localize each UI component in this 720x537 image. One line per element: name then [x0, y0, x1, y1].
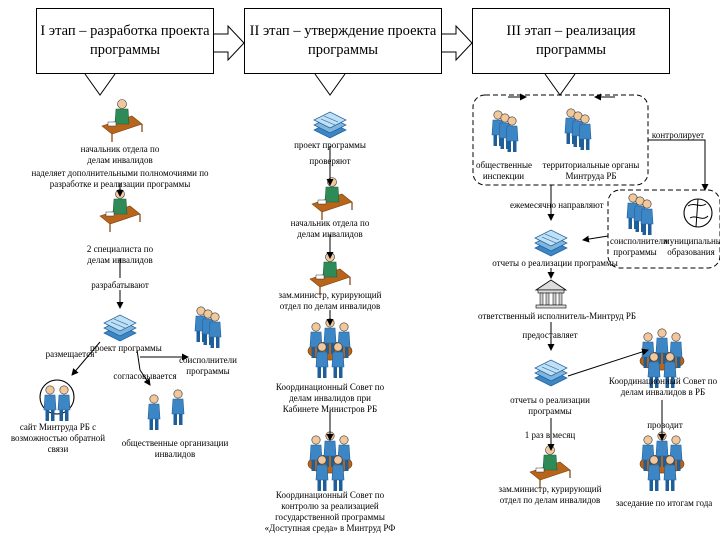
draft-label-2: проект программы: [294, 140, 366, 150]
website-globe-icon: [39, 379, 75, 422]
reports-docs-icon: [534, 229, 568, 257]
year-meeting-icon: [640, 432, 684, 491]
delegates-label: наделяет дополнительными полномочиями по…: [31, 168, 209, 189]
coexecutors-label: соисполнители программы: [179, 355, 237, 376]
stage1-pointer: [84, 73, 116, 96]
stage2-pointer: [314, 73, 346, 96]
head-dept-label-2: начальник отдела по делам инвалидов: [290, 218, 370, 239]
provides-label: предоставляет: [522, 330, 578, 340]
deputy-minister-desk-icon-2: [529, 444, 571, 489]
stage-3-box: III этап – реализация программы: [472, 8, 670, 74]
coexecutors-label-2: соисполнители программы: [610, 236, 668, 257]
head-dept-desk-icon: [101, 98, 143, 143]
deputy-minister-label: зам.министр, курирующий отдел по делам и…: [278, 290, 382, 311]
specialists-label: 2 специалиста по делам инвалидов: [86, 244, 154, 265]
stage-arrow-1-2: [212, 24, 245, 62]
stage3-pointer: [544, 73, 576, 96]
draft-label: проект программы: [90, 343, 162, 353]
head-dept-desk-icon-2: [311, 176, 353, 221]
reports-docs-icon-2: [534, 359, 568, 387]
council-rf-label: Координационный Совет по контролю за реа…: [264, 490, 396, 533]
monthly-label: ежемесячно направляют: [510, 200, 604, 210]
stage-arrow-2-3: [440, 24, 473, 62]
public-orgs-icon: [147, 389, 185, 431]
reports-label-2: отчеты о реализации программы: [510, 395, 590, 416]
once-month-label: 1 раз в месяц: [524, 430, 576, 440]
coexecutors-group-icon-2: [627, 194, 653, 235]
coexecutors-group-icon: [195, 307, 221, 348]
stage-1-title: I этап – разработка проекта программы: [40, 23, 210, 58]
conducts-label: проводит: [647, 420, 683, 430]
agreed-label: согласовывается: [113, 371, 177, 381]
deputy-minister-label-2: зам.министр, курирующий отдел по делам и…: [498, 484, 602, 505]
public-orgs-label: общественные организации инвалидов: [121, 438, 229, 459]
responsible-label: ответственный исполнитель-Минтруд РБ: [478, 311, 637, 321]
stage-3-title: III этап – реализация программы: [506, 23, 636, 58]
ministry-building-icon: [534, 279, 568, 309]
executors-dashed-box: [607, 189, 720, 269]
site-label: сайт Минтруда РБ с возможностью обратной…: [10, 422, 106, 454]
checked-label: проверяют: [309, 156, 351, 166]
stage-2-box: II этап – утверждение проекта программы: [244, 8, 442, 74]
draft-docs-icon: [103, 314, 137, 342]
council-cabinet-meeting-icon: [308, 319, 352, 378]
head-dept-label: начальник отдела по делам инвалидов: [80, 144, 160, 165]
territorial-label: территориальные органы Минтруда РБ: [542, 160, 640, 181]
develop-label: разрабатывают: [91, 280, 149, 290]
reports-label: отчеты о реализации программы: [492, 258, 618, 268]
meeting-label: заседание по итогам года: [615, 498, 713, 508]
municipal-label: муниципальные образования: [664, 236, 720, 257]
territorial-bodies-icon: [565, 109, 591, 150]
public-inspections-icon: [492, 111, 518, 152]
stage-1-box: I этап – разработка проекта программы: [36, 8, 214, 74]
deputy-minister-desk-icon: [309, 251, 351, 296]
controls-label: контролирует: [651, 130, 705, 140]
draft-docs-icon-2: [313, 111, 347, 139]
public-inspections-label: общественные инспекции: [476, 160, 533, 181]
council-rb-label: Координационный Совет по делам инвалидов…: [608, 376, 718, 397]
council-cabinet-label: Координационный Совет по делам инвалидов…: [275, 382, 385, 414]
council-rf-meeting-icon: [308, 432, 352, 491]
municipal-globe-icon: [683, 198, 713, 228]
stage-2-title: II этап – утверждение проекта программы: [249, 23, 437, 58]
posted-label: размещается: [45, 349, 95, 359]
